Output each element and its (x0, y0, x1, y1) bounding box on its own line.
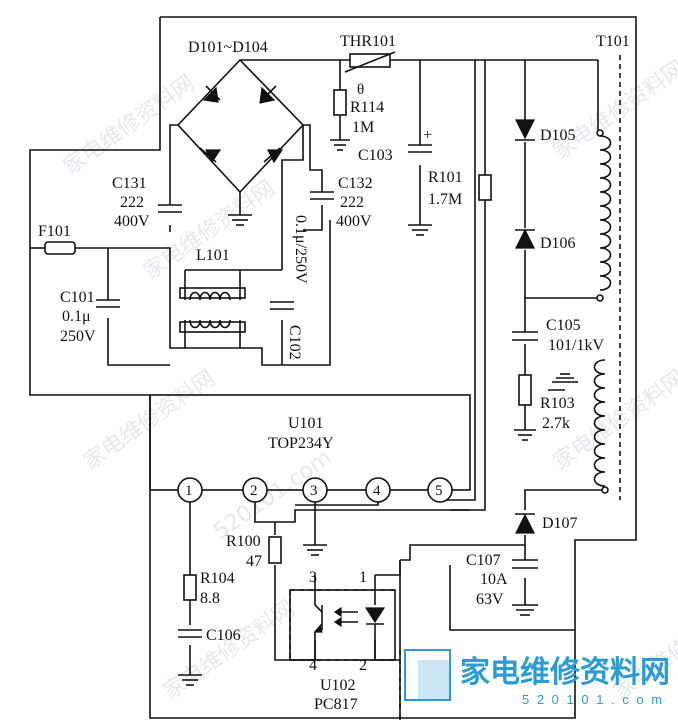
d107-diode: D107 (515, 513, 578, 534)
thr101-thermistor: THR101 θ (340, 33, 396, 98)
u101-pin-4 (365, 477, 391, 503)
u101-pins: 1 2 3 4 5 (177, 477, 453, 503)
c132-value-2: 400V (336, 213, 372, 230)
r114-value: 1M (352, 119, 374, 136)
watermark-text: 家电维修资料网 (139, 176, 280, 285)
t101-primary-winding (596, 129, 612, 302)
c105-value: 101/1kV (548, 337, 604, 354)
d101-d104-label: D101~D104 (188, 39, 268, 56)
u101-pin-1-label: 1 (185, 483, 193, 499)
opto-pin-3-label: 3 (309, 569, 317, 586)
thr101-label: THR101 (340, 33, 396, 50)
f101-label: F101 (38, 223, 71, 240)
c131-label: C131 (112, 175, 147, 192)
c101-value-1: 0.1μ (62, 308, 91, 325)
watermark-text: 家电维修资料网 (549, 56, 678, 165)
u101-pin-5 (427, 477, 453, 503)
c102-value-upper: 0.1μ/250V (292, 215, 309, 284)
c132-label: C132 (338, 175, 373, 192)
r104-value: 8.8 (200, 590, 220, 607)
r104-resistor: R104 8.8 (183, 570, 235, 607)
bridge-diodes: D101~D104 (188, 39, 284, 164)
c101-capacitor: C101 0.1μ 250V (60, 289, 120, 345)
theta-label: θ (357, 82, 364, 98)
c105-capacitor: C105 101/1kV (512, 317, 604, 354)
c102-label: C102 (286, 325, 303, 360)
c103-plus: + (423, 127, 432, 144)
r100-label: R100 (226, 533, 261, 550)
c107-capacitor: C107 10A 63V (466, 552, 538, 616)
c107-value-2: 63V (476, 591, 504, 608)
bridge-ground (228, 214, 252, 226)
r114-label: R114 (350, 99, 384, 116)
c105-label: C105 (546, 317, 581, 334)
u101-pin-2-label: 2 (250, 483, 258, 499)
d107-label: D107 (542, 515, 578, 532)
d106-diode: D106 (515, 228, 576, 252)
c131-capacitor: C131 222 400V (112, 175, 182, 230)
u102-optocoupler: 3 1 4 2 U102 PC817 (289, 569, 396, 713)
c107-label: C107 (466, 552, 501, 569)
brand-url: 5 2 0 1 0 1 . c o m (522, 692, 664, 707)
bridge-rectifier (176, 58, 305, 194)
d105-label: D105 (540, 127, 576, 144)
brand-text: 家电维修资料网 (460, 655, 670, 690)
d106-label: D106 (540, 235, 576, 252)
c102-capacitor: C102 (270, 301, 303, 360)
r103-resistor: R103 2.7k (514, 373, 578, 441)
opto-pin-2-label: 2 (359, 657, 367, 674)
d105-diode: D105 (515, 119, 576, 144)
c101-label: C101 (60, 289, 95, 306)
opto-pin-1-label: 1 (359, 569, 367, 586)
c131-value-1: 222 (120, 194, 144, 211)
u101-pin-4-label: 4 (373, 483, 381, 499)
r101-label: R101 (428, 169, 463, 186)
r100-value: 47 (246, 553, 262, 570)
c103-capacitor: + C103 (358, 127, 432, 236)
r101-resistor: R101 1.7M (428, 169, 492, 208)
l101-choke: L101 (179, 247, 246, 335)
c106-capacitor: C106 (178, 627, 241, 686)
r100-resistor: R100 47 (226, 533, 282, 570)
u101-pin-3 (302, 477, 328, 503)
u101-labels: U101 TOP234Y (268, 415, 334, 452)
u101-pin3-ground (303, 544, 327, 556)
r114-resistor: R114 1M (330, 89, 384, 151)
r101-value: 1.7M (428, 191, 462, 208)
r103-value: 2.7k (542, 415, 570, 432)
f101-fuse: F101 (38, 223, 76, 255)
u101-part: TOP234Y (268, 435, 334, 452)
c107-value-1: 10A (480, 571, 508, 588)
c132-capacitor: C132 222 400V (310, 175, 373, 230)
u101-label: U101 (288, 415, 324, 432)
r104-label: R104 (200, 570, 235, 587)
u102-label: U102 (320, 677, 356, 694)
u101-pin-5-label: 5 (435, 483, 443, 499)
t101-label: T101 (596, 33, 630, 50)
c106-label: C106 (206, 627, 241, 644)
u101-pin-1 (177, 477, 203, 503)
t101-secondary-winding (593, 359, 609, 494)
watermark-text: 家电维修资料网 (159, 596, 300, 705)
l101-label: L101 (196, 247, 230, 264)
u101-pin-3-label: 3 (310, 483, 318, 499)
u101-pin-2 (242, 477, 268, 503)
c101-value-2: 250V (60, 328, 96, 345)
u102-part: PC817 (314, 696, 358, 713)
c132-value-1: 222 (340, 194, 364, 211)
c131-value-2: 400V (114, 213, 150, 230)
r103-label: R103 (540, 395, 575, 412)
brand-logo: 家电维修资料网 5 2 0 1 0 1 . c o m (404, 649, 670, 707)
c103-label: C103 (358, 147, 393, 164)
opto-pin-4-label: 4 (309, 657, 317, 674)
